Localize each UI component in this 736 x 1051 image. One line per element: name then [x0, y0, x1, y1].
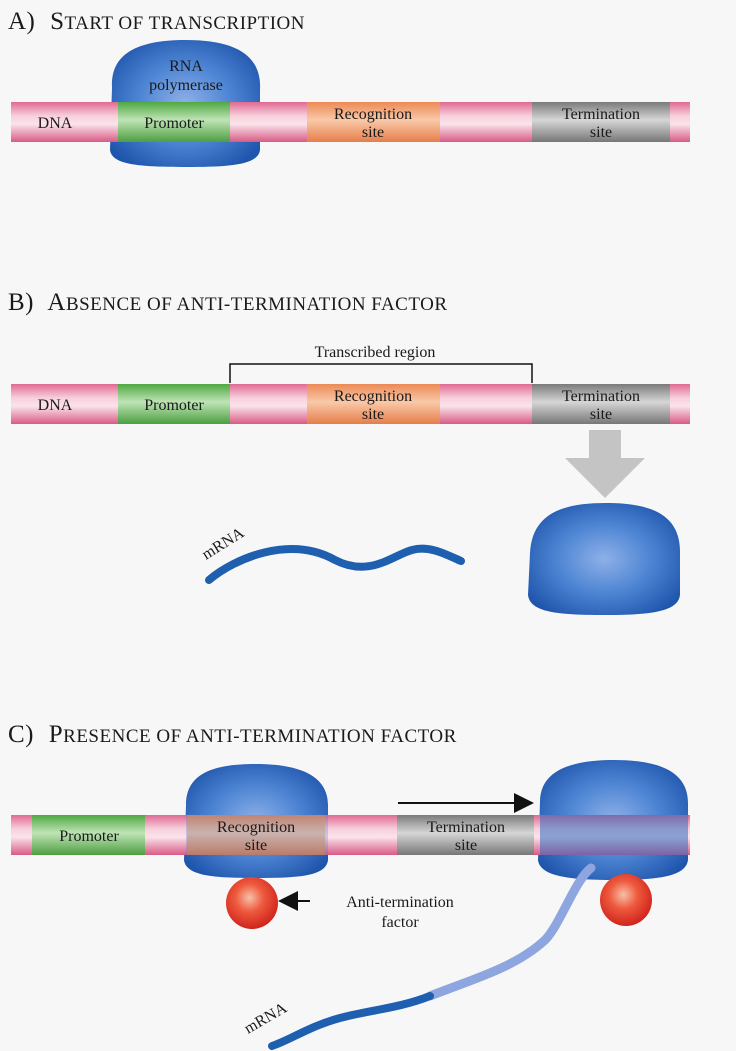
growing-mrna	[268, 992, 434, 1050]
termination-site-segment	[532, 384, 670, 424]
promoter-segment	[32, 815, 145, 855]
panel-b-heading-cap: A	[47, 289, 66, 316]
panel-c-heading-rest: RESENCE OF ANTI-TERMINATION FACTOR	[63, 726, 457, 747]
promoter-segment	[118, 102, 230, 142]
recognition-site-segment	[307, 384, 440, 424]
recognition-site-label-line2: site	[245, 837, 267, 854]
termination-site-segment	[532, 102, 670, 142]
recognition-site-label-line1: Recognition	[334, 388, 412, 405]
anti-termination-factor-label-line2: factor	[381, 914, 419, 931]
recognition-site-label-line2: site	[362, 406, 384, 423]
termination-site-label-line1: Termination	[427, 819, 505, 836]
rna-polymerase-label-line1: RNA	[169, 58, 203, 75]
panel-a-letter: A)	[8, 8, 35, 35]
termination-site-segment	[397, 815, 534, 855]
panel-b-heading: B) ABSENCE OF ANTI-TERMINATION FACTOR	[8, 289, 448, 316]
panel-b-letter: B)	[8, 289, 34, 316]
promoter-label: Promoter	[144, 115, 204, 132]
recognition-site-segment	[307, 102, 440, 142]
anti-termination-factor-label-line1: Anti-termination	[346, 894, 454, 911]
panel-a: A) START OF TRANSCRIPTION RNA polymerase…	[8, 8, 690, 167]
release-arrow	[565, 430, 645, 498]
panel-a-heading: A) START OF TRANSCRIPTION	[8, 8, 305, 35]
termination-site-label-line2: site	[590, 406, 612, 423]
recognition-site-label-line2: site	[362, 124, 384, 141]
termination-site-label-line2: site	[590, 124, 612, 141]
released-rna-polymerase	[528, 503, 680, 615]
transcribed-region-label: Transcribed region	[315, 344, 436, 361]
anti-termination-factor-bound	[600, 874, 652, 926]
growing-mrna-new	[425, 863, 596, 1001]
termination-site-label-line1: Termination	[562, 388, 640, 405]
dna-label: DNA	[38, 115, 73, 132]
recognition-site-segment	[187, 815, 325, 855]
panel-c: C) PRESENCE OF ANTI-TERMINATION FACTOR P…	[8, 721, 690, 1050]
termination-site-label-line2: site	[455, 837, 477, 854]
recognition-site-label-line1: Recognition	[217, 819, 295, 836]
panel-c-heading: C) PRESENCE OF ANTI-TERMINATION FACTOR	[8, 721, 457, 748]
panel-c-letter: C)	[8, 721, 34, 748]
panel-c-heading-cap: P	[49, 721, 63, 748]
panel-a-heading-rest: TART OF TRANSCRIPTION	[65, 13, 305, 34]
panel-b: B) ABSENCE OF ANTI-TERMINATION FACTOR Tr…	[8, 289, 690, 615]
rna-polymerase-label-line2: polymerase	[149, 77, 223, 94]
released-mrna	[205, 544, 465, 584]
anti-termination-factor	[226, 877, 278, 929]
promoter-label: Promoter	[144, 397, 204, 414]
dna-label: DNA	[38, 397, 73, 414]
panel-a-heading-cap: S	[50, 8, 64, 35]
transcribed-region-bracket	[229, 363, 533, 383]
polymerase-overlay-recognition	[186, 815, 328, 855]
mrna-label: mRNA	[242, 999, 291, 1037]
promoter-label: Promoter	[59, 828, 119, 845]
polymerase-overlay-elongating	[540, 815, 688, 855]
recognition-site-label-line1: Recognition	[334, 106, 412, 123]
promoter-segment	[118, 384, 230, 424]
termination-site-label-line1: Termination	[562, 106, 640, 123]
panel-b-heading-rest: BSENCE OF ANTI-TERMINATION FACTOR	[66, 294, 448, 315]
